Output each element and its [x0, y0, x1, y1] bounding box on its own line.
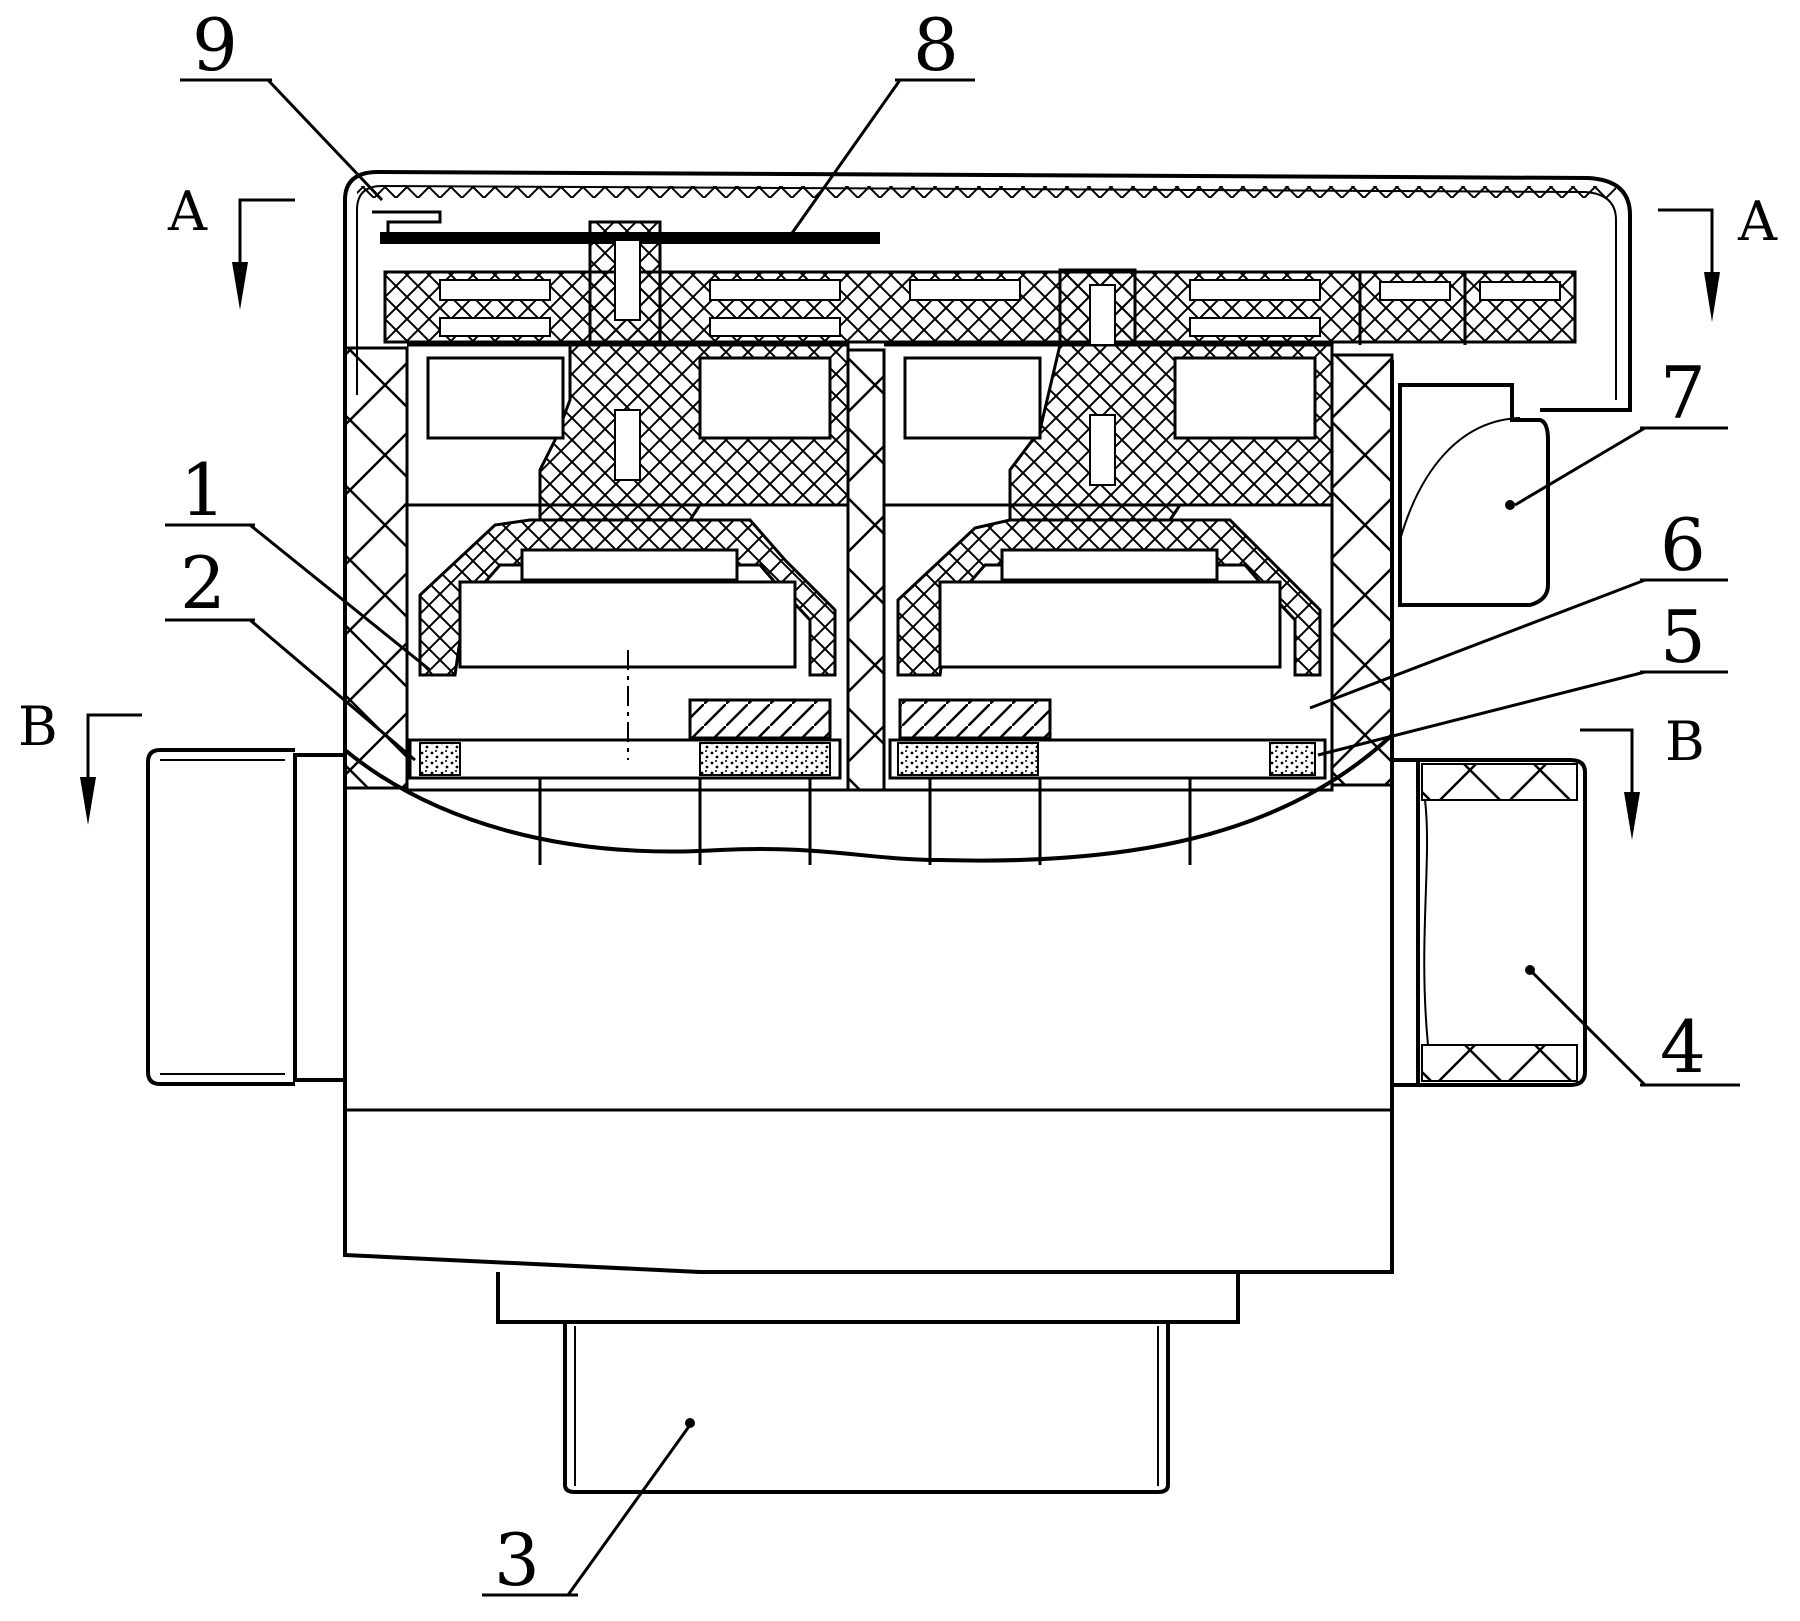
- right-port: [1392, 758, 1420, 1087]
- section-b-left-label: B: [18, 695, 58, 758]
- left-valve-block: [688, 698, 832, 740]
- right-wall: [1330, 353, 1394, 787]
- side-knob: [1398, 383, 1550, 607]
- left-port: [293, 753, 345, 1082]
- part-label-6: 6: [1660, 503, 1706, 587]
- top-cover: [343, 169, 1632, 412]
- section-a-left-arrow: [238, 198, 295, 270]
- part-label-9: 9: [192, 3, 238, 87]
- left-wall: [343, 346, 409, 790]
- bracket: [372, 210, 442, 242]
- right-valve-block: [898, 698, 1052, 740]
- part-label-5: 5: [1660, 595, 1706, 679]
- part-label-2: 2: [180, 541, 226, 625]
- part-label-4: 4: [1660, 1005, 1706, 1089]
- section-a-right-arrow: [1658, 208, 1714, 280]
- break-line: [343, 733, 1394, 863]
- section-b-left-arrow: [86, 713, 142, 785]
- part-label-7: 7: [1660, 351, 1706, 435]
- upper-housing: [343, 169, 1632, 865]
- bottom-outlet: [563, 1322, 1170, 1494]
- section-b-right-arrow: [1580, 728, 1634, 800]
- center-wall: [846, 348, 886, 792]
- bottom-flange: [496, 1272, 1240, 1324]
- section-b-right-label: B: [1665, 710, 1705, 773]
- part-label-8: 8: [913, 3, 959, 87]
- section-a-left-label: A: [167, 180, 208, 243]
- part-label-3: 3: [494, 1518, 540, 1602]
- section-a-right-label: A: [1737, 190, 1778, 253]
- section-markers: A A B B: [18, 180, 1778, 840]
- part-callouts: 9 8 7 1 2 6 5 4 3: [165, 3, 1740, 1602]
- part-label-1: 1: [180, 448, 226, 532]
- lower-body: [146, 360, 1587, 1494]
- main-body: [343, 360, 1394, 1274]
